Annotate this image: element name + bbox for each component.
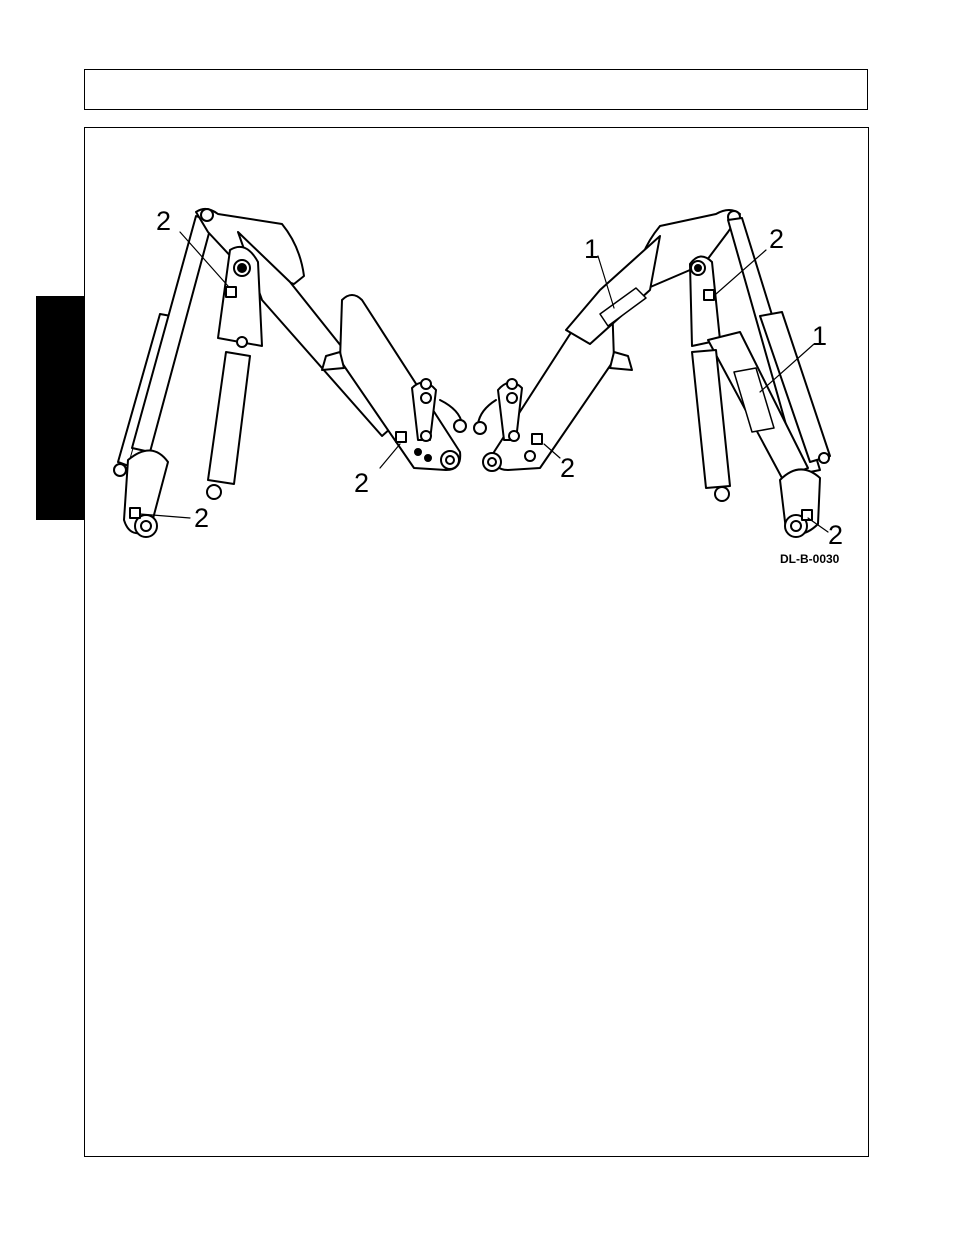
- callout-left-top: 2: [156, 206, 171, 236]
- callout-right-bottom: 2: [828, 520, 843, 550]
- callout-left-mid: 2: [354, 468, 369, 498]
- figure-id: DL-B-0030: [780, 552, 840, 566]
- callout-right-top-decal: 1: [584, 234, 599, 264]
- callout-right-side-decal: 1: [812, 321, 827, 351]
- callout-left-bottom: 2: [194, 503, 209, 533]
- callout-right-mid: 2: [560, 453, 575, 483]
- callout-right-top: 2: [769, 224, 784, 254]
